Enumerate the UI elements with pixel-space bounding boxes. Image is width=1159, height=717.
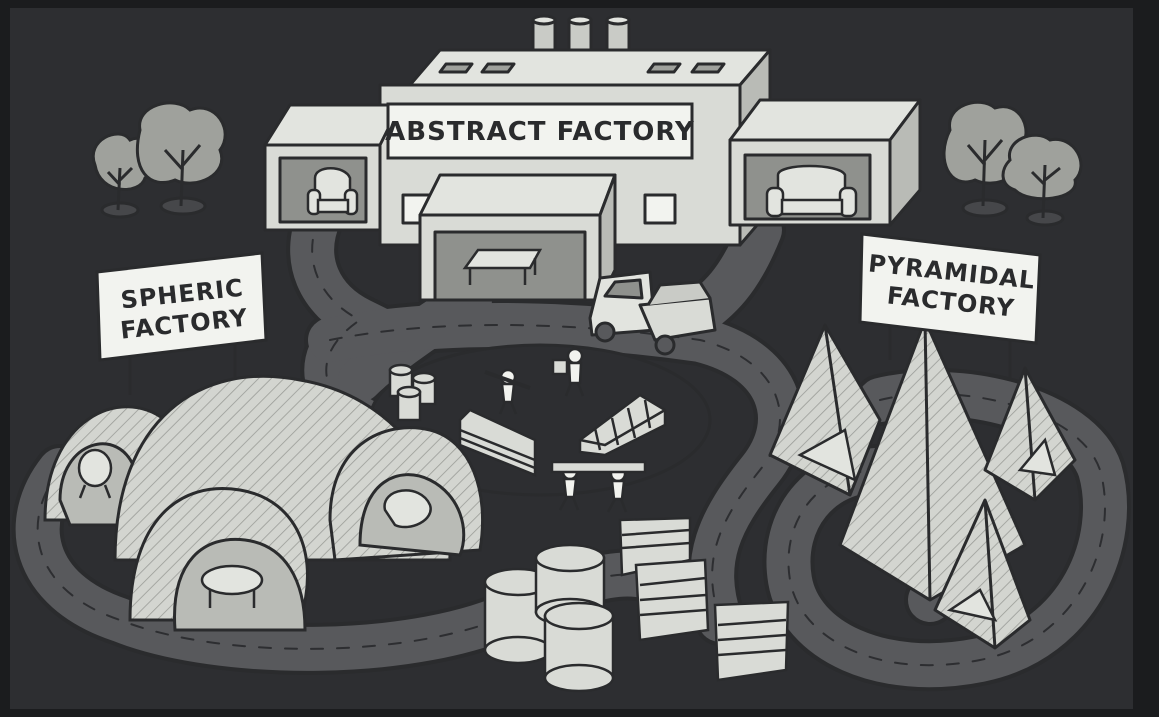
lumber-stack bbox=[458, 408, 537, 477]
delivery-truck bbox=[588, 270, 717, 356]
table-garage bbox=[462, 248, 543, 285]
spheric-factory-sign: SPHERIC FACTORY bbox=[95, 251, 268, 395]
armchair-left bbox=[306, 167, 359, 216]
sofa-right bbox=[765, 164, 858, 218]
pyramidal-products bbox=[797, 428, 1057, 622]
abstract-factory-sign: ABSTRACT FACTORY bbox=[385, 102, 695, 160]
trees-right bbox=[942, 100, 1083, 227]
workers bbox=[484, 347, 647, 513]
brick-stack bbox=[578, 393, 667, 457]
sign-abstract-factory: ABSTRACT FACTORY bbox=[385, 117, 695, 147]
disc-stacks bbox=[483, 543, 615, 693]
barrels bbox=[388, 363, 437, 422]
spheric-factory-domes bbox=[43, 374, 485, 632]
trees-left bbox=[91, 101, 227, 219]
wedge-stacks bbox=[618, 516, 790, 682]
pyramidal-factory-sign: PYRAMIDAL FACTORY bbox=[858, 232, 1042, 380]
spheric-products bbox=[77, 448, 432, 608]
